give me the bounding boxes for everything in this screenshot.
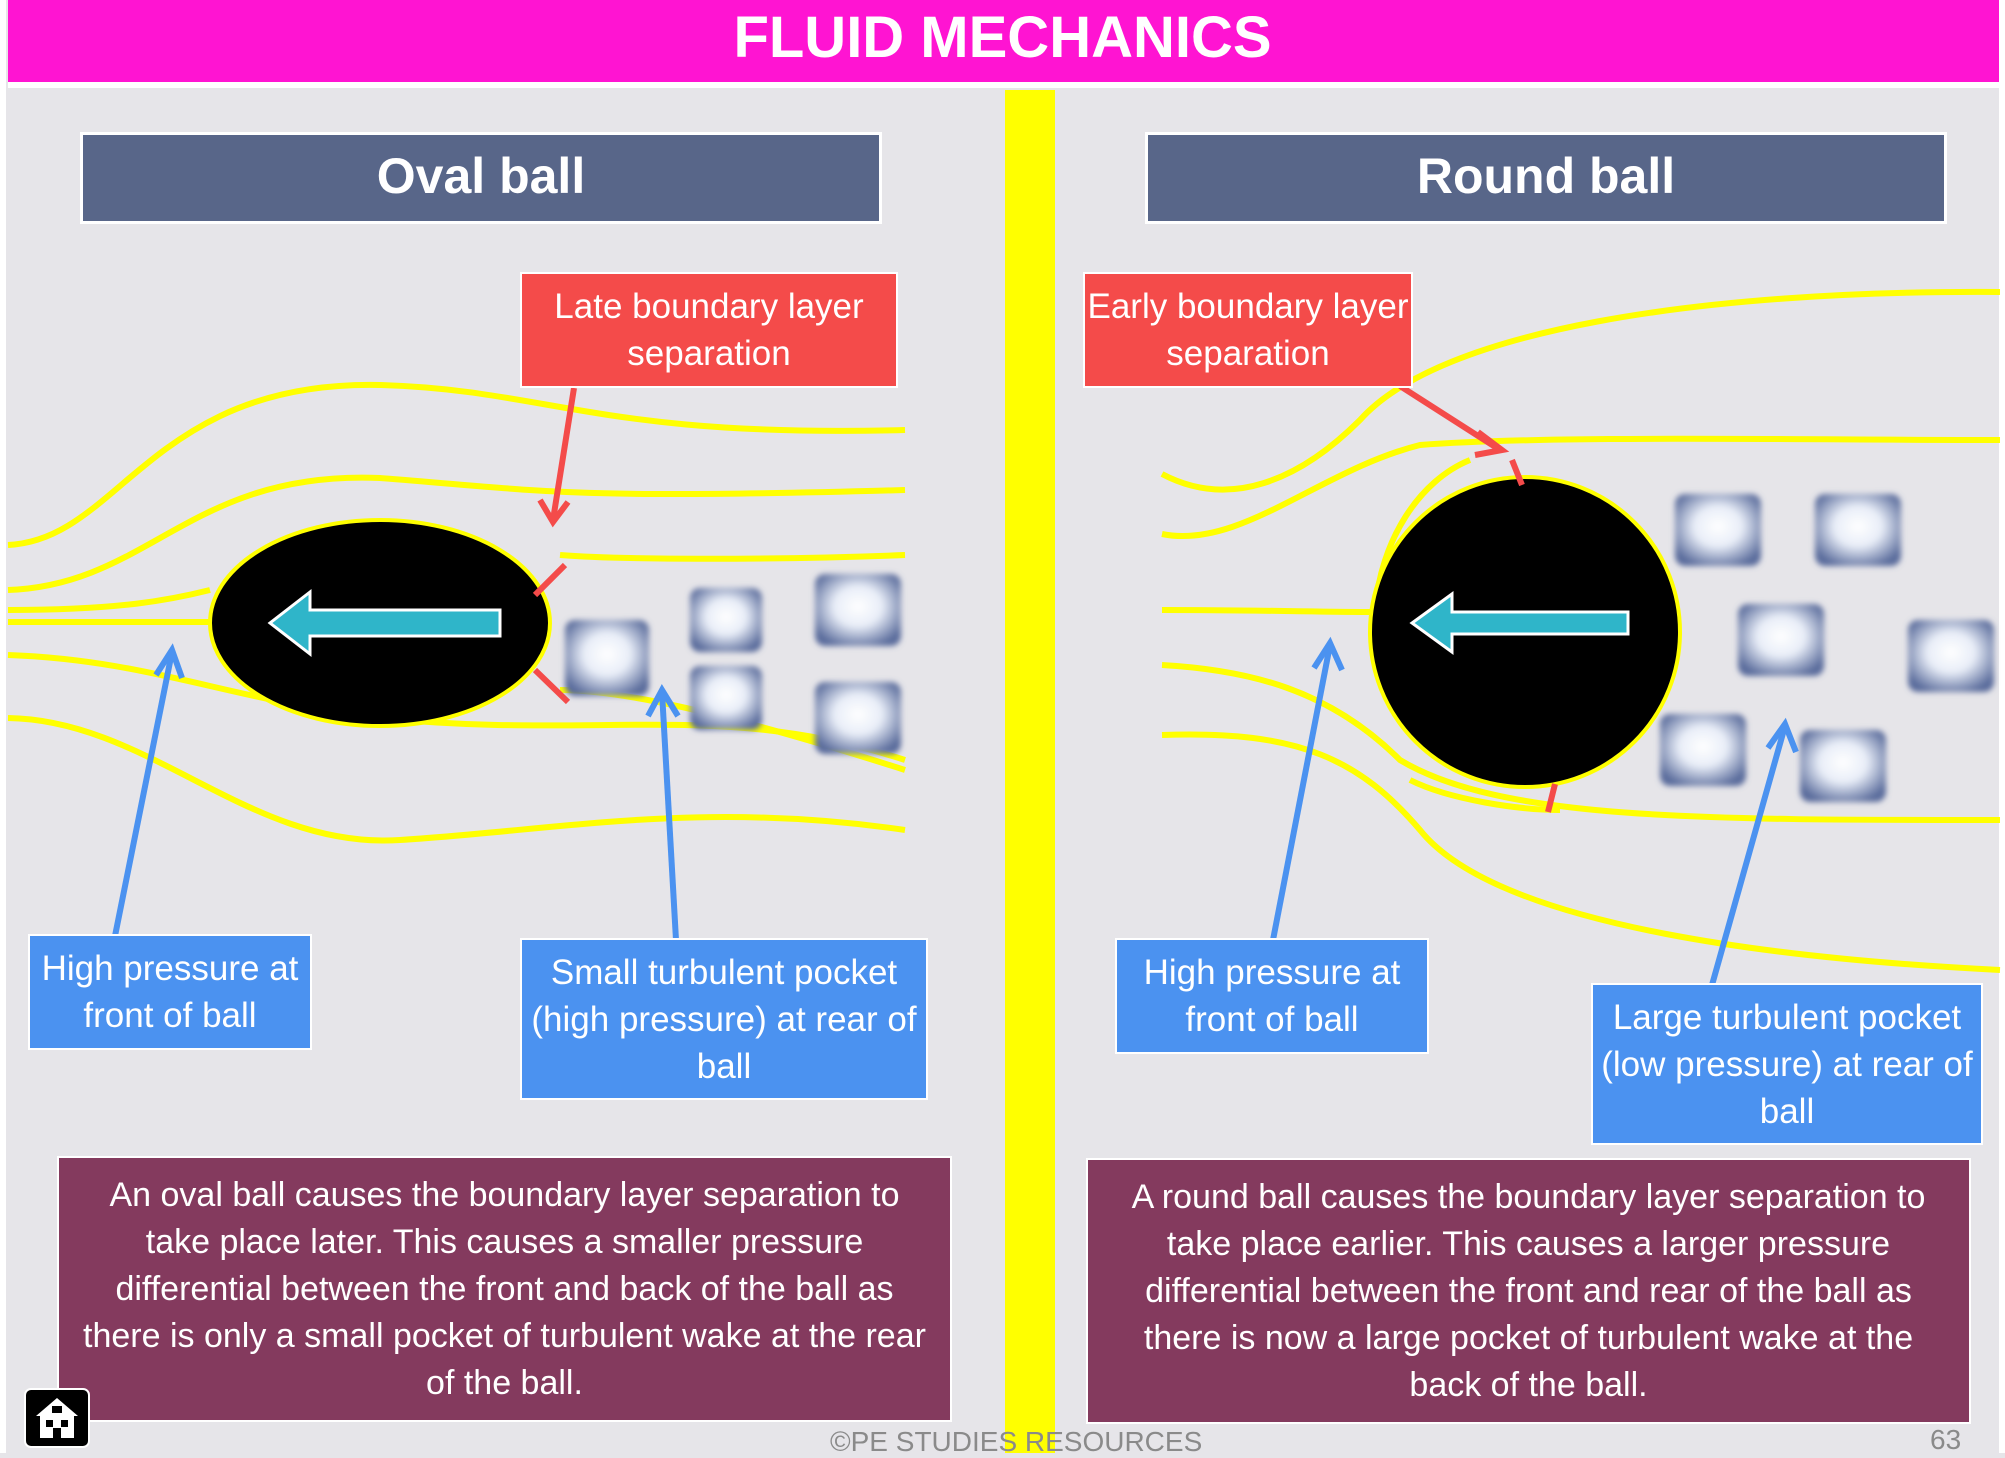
round-front-pressure-text: High pressure at front of ball bbox=[1143, 953, 1401, 1039]
oval-ball-header: Oval ball bbox=[80, 132, 882, 224]
round-turbulence bbox=[1660, 494, 1994, 802]
house-logo-icon bbox=[24, 1388, 90, 1448]
page-title: FLUID MECHANICS bbox=[733, 5, 1272, 70]
early-separation-label: Early boundary layer separation bbox=[1083, 272, 1413, 388]
oval-ball-arrow bbox=[267, 588, 502, 658]
oval-front-pressure-text: High pressure at front of ball bbox=[41, 949, 299, 1035]
late-separation-text: Late boundary layer separation bbox=[554, 287, 864, 373]
annotation-arrows bbox=[112, 383, 1799, 986]
oval-rear-pocket-text: Small turbulent pocket (high pressure) a… bbox=[531, 952, 917, 1086]
right-border bbox=[1999, 0, 2005, 1453]
round-front-pressure-label: High pressure at front of ball bbox=[1115, 938, 1429, 1054]
oval-turbulence bbox=[565, 574, 901, 754]
round-ball-arrow bbox=[1409, 591, 1630, 655]
early-separation-text: Early boundary layer separation bbox=[1087, 287, 1409, 373]
page-number: 63 bbox=[1930, 1424, 1962, 1455]
footer-copyright: ©PE STUDIES RESOURCES bbox=[830, 1426, 1203, 1457]
title-bar bbox=[8, 0, 2000, 88]
round-description: A round ball causes the boundary layer s… bbox=[1086, 1158, 1971, 1424]
center-divider bbox=[1005, 90, 1055, 1453]
oval-description-text: An oval ball causes the boundary layer s… bbox=[83, 1175, 926, 1402]
oval-front-pressure-label: High pressure at front of ball bbox=[28, 934, 312, 1050]
round-rear-pocket-text: Large turbulent pocket (low pressure) at… bbox=[1601, 997, 1973, 1131]
round-rear-pocket-label: Large turbulent pocket (low pressure) at… bbox=[1591, 983, 1983, 1145]
round-description-text: A round ball causes the boundary layer s… bbox=[1131, 1177, 1926, 1404]
oval-rear-pocket-label: Small turbulent pocket (high pressure) a… bbox=[520, 938, 928, 1100]
oval-description: An oval ball causes the boundary layer s… bbox=[57, 1156, 952, 1422]
left-border bbox=[0, 0, 6, 1453]
late-separation-label: Late boundary layer separation bbox=[520, 272, 898, 388]
round-ball-header: Round ball bbox=[1145, 132, 1947, 224]
